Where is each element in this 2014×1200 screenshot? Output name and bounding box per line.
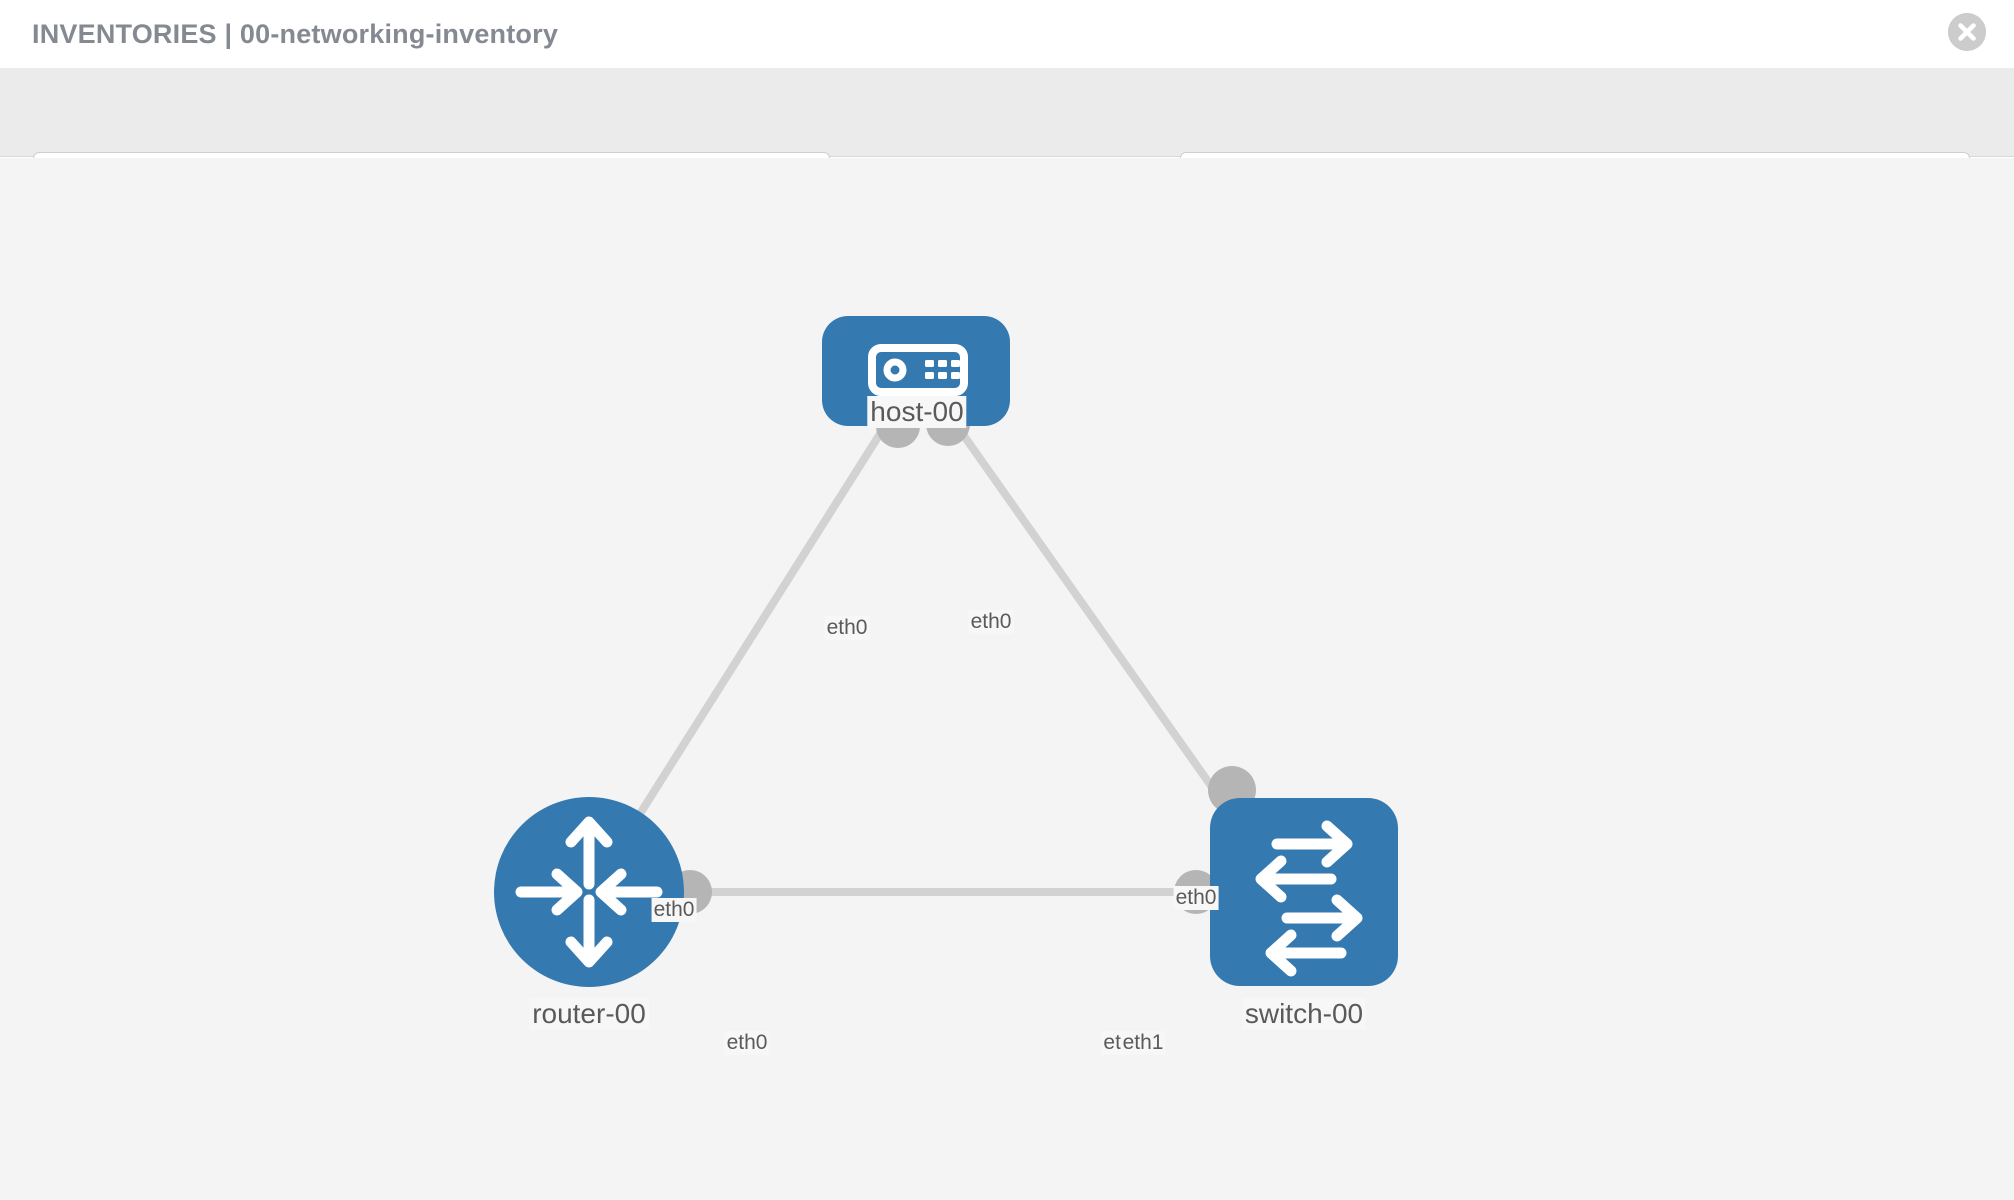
topology-graph	[494, 316, 1398, 987]
node-label-host-00: host-00	[867, 396, 967, 428]
topology-canvas[interactable]: host-00 router-00 switch-00 eth0 eth0 et…	[0, 158, 2014, 1200]
window-header: INVENTORIES | 00-networking-inventory	[0, 0, 2014, 68]
iface-label-router00-up: eth0	[651, 898, 697, 922]
iface-label-host00-right: eth0	[968, 610, 1014, 634]
toolbar: ACTIONS SEARCH	[0, 68, 2014, 206]
node-switch-00	[1210, 798, 1398, 986]
node-label-switch-00: switch-00	[1241, 998, 1367, 1030]
topology-endpoints	[668, 402, 1256, 914]
four-arrows-icon	[515, 816, 663, 968]
link-host00-router00	[608, 415, 894, 861]
page-title: INVENTORIES | 00-networking-inventory	[32, 18, 559, 49]
topology-links	[608, 413, 1266, 896]
iface-label-switch00-left: eth1	[1120, 1031, 1166, 1055]
iface-label-host00-left: eth0	[824, 616, 870, 640]
node-router-00	[494, 797, 684, 987]
iface-label-router00-right: eth0	[724, 1031, 770, 1055]
swap-arrows-icon	[1255, 820, 1363, 977]
close-icon[interactable]	[1948, 13, 1986, 51]
node-label-router-00: router-00	[529, 998, 649, 1030]
iface-label-switch00-up: eth0	[1173, 886, 1219, 910]
server-appliance-icon	[868, 344, 968, 396]
